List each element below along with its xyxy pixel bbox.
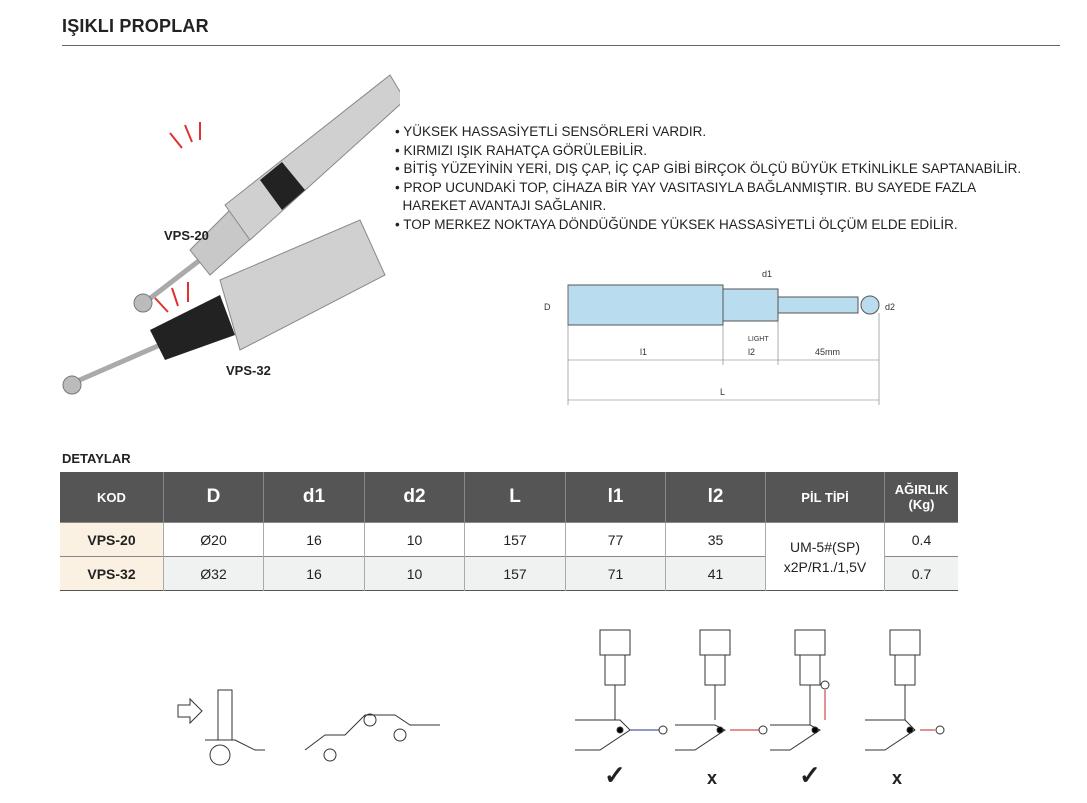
header-L: L	[464, 472, 566, 523]
usage-examples	[575, 629, 945, 751]
dim-l2: l2	[748, 347, 755, 357]
cell: 0.7	[884, 556, 958, 591]
table-row: VPS-20 Ø20 16 10 157 77 35 UM-5#(SP) x2P…	[60, 522, 958, 591]
header-D: D	[163, 472, 264, 523]
dim-light: LIGHT	[748, 336, 769, 343]
page-title: IŞIKLI PROPLAR	[62, 16, 209, 36]
dim-d1: d1	[762, 269, 772, 279]
table-header: KOD D d1 d2 L l1 l2 PİL TİPİ AĞIRLIK (Kg…	[60, 472, 958, 523]
example-4	[865, 629, 945, 751]
dim-D: D	[544, 302, 551, 312]
dim-d2: d2	[885, 302, 895, 312]
cell: 157	[464, 556, 566, 591]
probe-illustrations	[62, 74, 400, 395]
cell: 157	[464, 522, 566, 557]
table-row: VPS-32 Ø32 16 10 157 71 41 0.7	[60, 556, 958, 591]
dim-l1: l1	[640, 347, 647, 357]
dim-45mm: 45mm	[815, 347, 840, 357]
feature-item: • BİTİŞ YÜZEYİNİN YERİ, DIŞ ÇAP, İÇ ÇAP …	[395, 161, 1022, 176]
cell: 10	[364, 556, 465, 591]
cell: Ø32	[163, 556, 264, 591]
vps-20-label: VPS-20	[164, 228, 209, 243]
cross-mark: x	[707, 768, 718, 788]
cell: 41	[665, 556, 766, 591]
header-l2: l2	[665, 472, 766, 523]
example-3	[770, 629, 830, 751]
vps-20-illustration	[133, 74, 400, 313]
feature-item: HAREKET AVANTAJI SAĞLANIR.	[395, 198, 607, 213]
header-pil: PİL TİPİ	[765, 472, 885, 523]
title-divider	[62, 45, 1060, 46]
cell: 71	[565, 556, 666, 591]
check-mark: ✓	[799, 760, 821, 790]
cell: 16	[263, 556, 365, 591]
cell-battery: UM-5#(SP) x2P/R1./1,5V	[765, 522, 885, 591]
cross-mark: x	[892, 768, 903, 788]
header-kod: KOD	[60, 472, 164, 523]
feature-item: • PROP UCUNDAKİ TOP, CİHAZA BİR YAY VASI…	[395, 179, 977, 195]
header-agirlik: AĞIRLIK (Kg)	[884, 472, 958, 523]
vps-32-label: VPS-32	[226, 363, 271, 378]
cell: Ø20	[163, 522, 264, 557]
usage-sketch	[177, 689, 440, 766]
details-heading: DETAYLAR	[62, 451, 131, 466]
dim-L: L	[720, 387, 725, 397]
cell: 77	[565, 522, 666, 557]
feature-item: • YÜKSEK HASSASİYETLİ SENSÖRLERİ VARDIR.	[395, 124, 707, 139]
check-mark: ✓	[604, 760, 626, 790]
details-table: KOD D d1 d2 L l1 l2 PİL TİPİ AĞIRLIK (Kg…	[60, 472, 958, 591]
cell-kod: VPS-20	[60, 522, 164, 557]
feature-item: • TOP MERKEZ NOKTAYA DÖNDÜĞÜNDE YÜKSEK H…	[395, 216, 958, 232]
header-l1: l1	[565, 472, 666, 523]
cell: 0.4	[884, 522, 958, 557]
cell-kod: VPS-32	[60, 556, 164, 591]
cell: 35	[665, 522, 766, 557]
feature-list: • YÜKSEK HASSASİYETLİ SENSÖRLERİ VARDIR.…	[395, 123, 1021, 234]
header-d1: d1	[263, 472, 365, 523]
vps-32-illustration	[62, 219, 386, 395]
example-1	[575, 629, 668, 751]
dimension-drawing: D d1 d2 LIGHT l1 l2 45mm L	[544, 269, 895, 405]
header-d2: d2	[364, 472, 465, 523]
feature-item: • KIRMIZI IŞIK RAHATÇA GÖRÜLEBİLİR.	[395, 142, 648, 158]
cell: 16	[263, 522, 365, 557]
example-2	[675, 629, 768, 751]
cell: 10	[364, 522, 465, 557]
